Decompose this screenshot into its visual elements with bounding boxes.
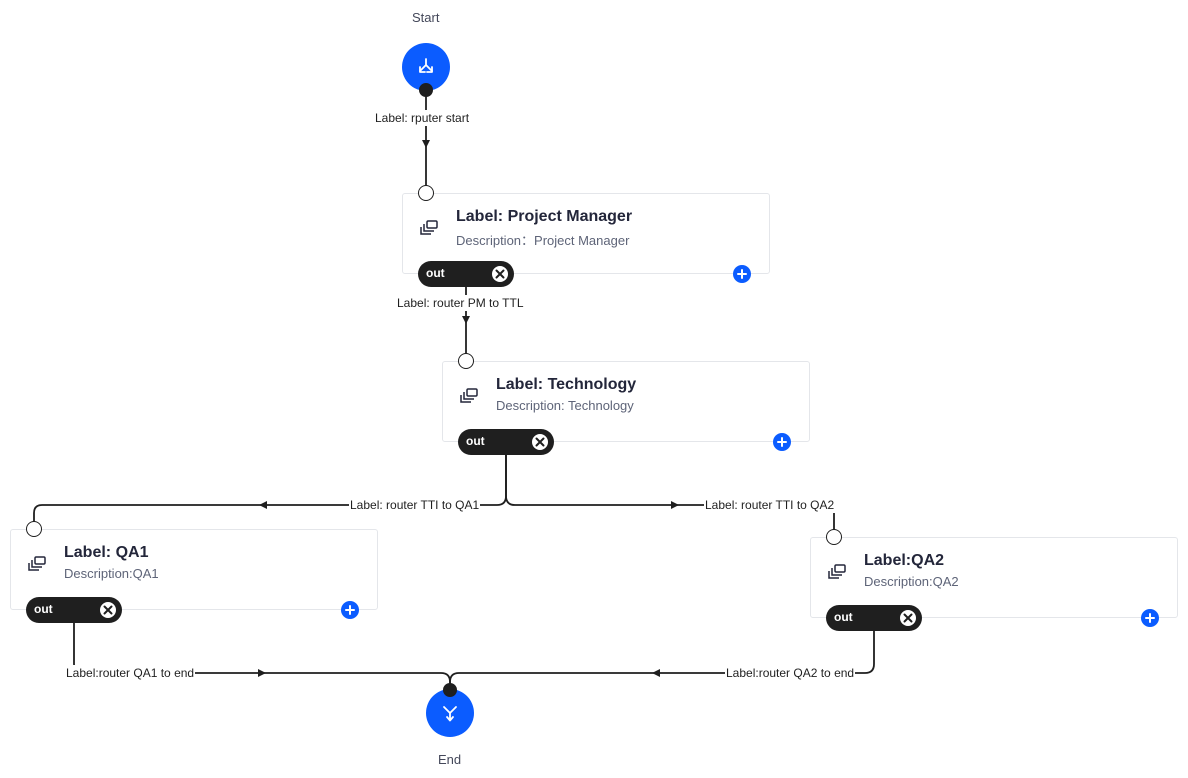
edge-tech-to-qa1[interactable] xyxy=(33,454,507,522)
arrowhead xyxy=(652,669,660,677)
out-label: out xyxy=(834,610,853,624)
edge-label-tech-to-qa2[interactable]: Label: router TTI to QA2 xyxy=(704,497,836,513)
node-title: Label: Technology xyxy=(496,376,637,393)
edge-label-qa1-to-end[interactable]: Label:router QA1 to end xyxy=(65,665,196,681)
edge-label-start-to-pm[interactable]: Label: rputer start xyxy=(374,110,471,126)
tech-out-handle[interactable]: out xyxy=(458,429,554,455)
remove-output-icon[interactable] xyxy=(491,265,509,283)
layers-icon xyxy=(420,220,438,235)
qa2-out-handle[interactable]: out xyxy=(826,605,922,631)
plus-icon xyxy=(777,437,787,447)
node-title: Label: Project Manager xyxy=(456,208,633,225)
node-description: Description:QA1 xyxy=(64,566,159,581)
remove-output-icon[interactable] xyxy=(531,433,549,451)
layers-icon xyxy=(828,564,846,579)
layers-icon xyxy=(460,388,478,403)
edge-label-pm-to-tech[interactable]: Label: router PM to TTL xyxy=(396,295,525,311)
arrowhead xyxy=(422,140,430,148)
qa1-input-port[interactable] xyxy=(26,521,42,537)
out-label: out xyxy=(34,602,53,616)
pm-add-button[interactable] xyxy=(733,265,751,283)
node-title: Label: QA1 xyxy=(64,544,149,561)
qa1-out-handle[interactable]: out xyxy=(26,597,122,623)
node-technology[interactable]: Label: Technology Description: Technolog… xyxy=(442,361,810,442)
plus-icon xyxy=(345,605,355,615)
layers-icon xyxy=(28,556,46,571)
arrowhead xyxy=(258,669,266,677)
edge-tech-to-qa2[interactable] xyxy=(505,454,835,530)
remove-output-icon[interactable] xyxy=(99,601,117,619)
arrowhead xyxy=(462,316,470,324)
tech-input-port[interactable] xyxy=(458,353,474,369)
merge-arrows-icon xyxy=(443,706,457,722)
qa2-add-button[interactable] xyxy=(1141,609,1159,627)
edge-label-qa2-to-end[interactable]: Label:router QA2 to end xyxy=(725,665,856,681)
edge-qa2-to-end[interactable] xyxy=(449,630,875,690)
out-label: out xyxy=(466,434,485,448)
node-description: Description:QA2 xyxy=(864,574,959,589)
qa2-input-port[interactable] xyxy=(826,529,842,545)
pm-out-handle[interactable]: out xyxy=(418,261,514,287)
tech-add-button[interactable] xyxy=(773,433,791,451)
edge-label-tech-to-qa1[interactable]: Label: router TTI to QA1 xyxy=(349,497,481,513)
node-description: Description：Project Manager xyxy=(456,233,630,248)
plus-icon xyxy=(1145,613,1155,623)
out-label: out xyxy=(426,266,445,280)
node-title: Label:QA2 xyxy=(864,552,945,569)
end-label: End xyxy=(438,752,462,767)
start-output-port[interactable] xyxy=(419,83,433,97)
plus-icon xyxy=(737,269,747,279)
arrowhead xyxy=(671,501,679,509)
qa1-add-button[interactable] xyxy=(341,601,359,619)
node-description: Description: Technology xyxy=(496,398,634,413)
start-label: Start xyxy=(412,10,440,25)
end-node[interactable] xyxy=(426,689,474,737)
remove-output-icon[interactable] xyxy=(899,609,917,627)
arrowhead xyxy=(259,501,267,509)
split-arrows-icon xyxy=(419,58,433,73)
node-qa1[interactable]: Label: QA1 Description:QA1 xyxy=(10,529,378,610)
edge-start-to-pm[interactable] xyxy=(422,90,430,186)
pm-input-port[interactable] xyxy=(418,185,434,201)
node-project-manager[interactable]: Label: Project Manager Description：Proje… xyxy=(402,193,770,274)
node-qa2[interactable]: Label:QA2 Description:QA2 xyxy=(810,537,1178,618)
end-input-port[interactable] xyxy=(443,683,457,697)
